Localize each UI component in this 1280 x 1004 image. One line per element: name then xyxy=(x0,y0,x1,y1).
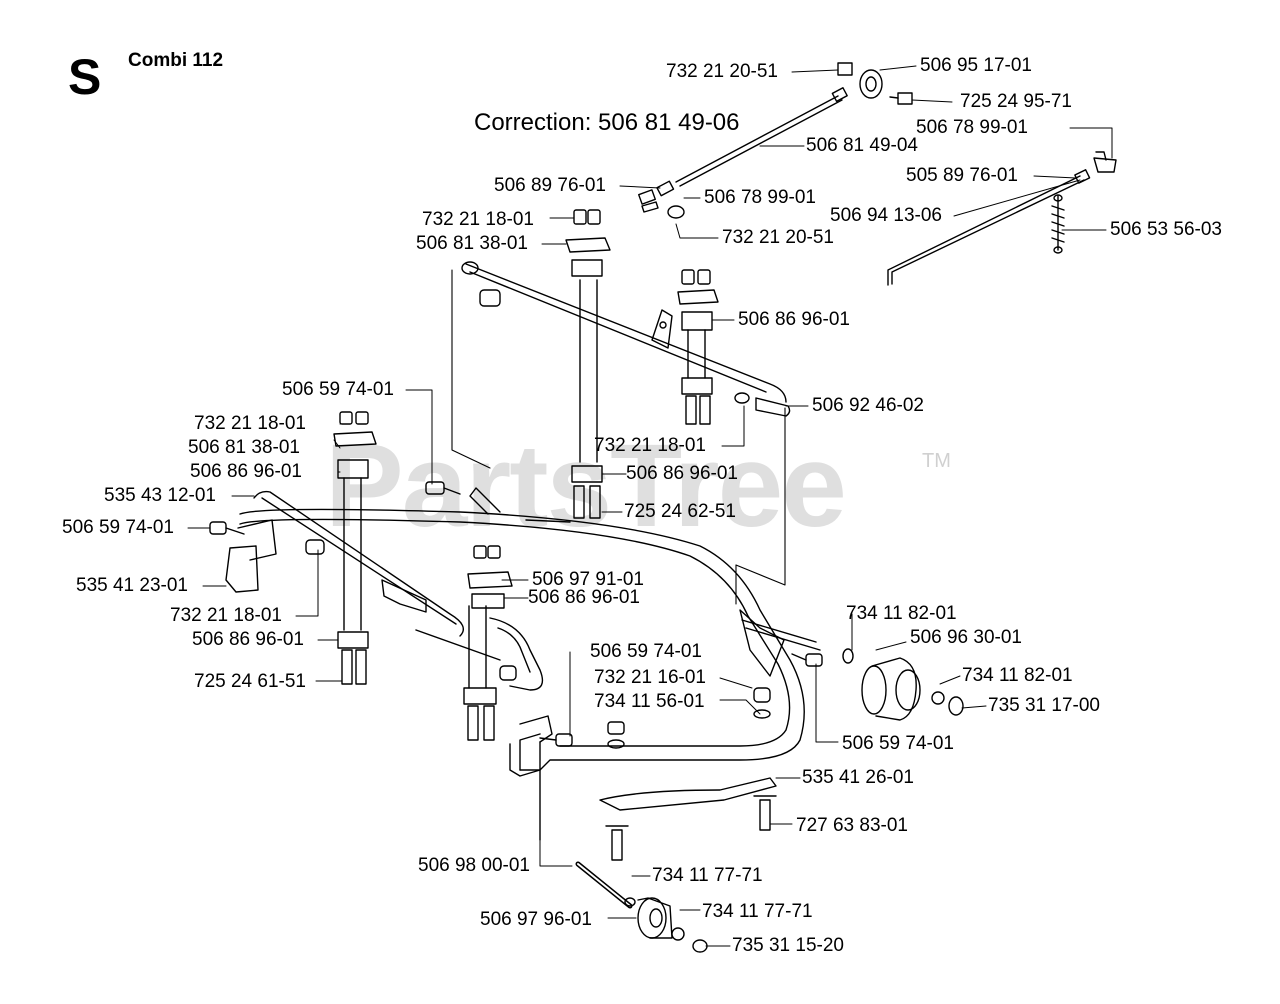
small-fasteners xyxy=(209,481,854,749)
front-roller xyxy=(575,861,708,953)
part-label: 506 98 00-01 xyxy=(418,855,530,876)
part-label: 506 97 91-01 xyxy=(532,569,644,590)
vertical-bars xyxy=(343,279,706,689)
part-label: 506 59 74-01 xyxy=(590,641,702,662)
part-label: 506 86 96-01 xyxy=(626,463,738,484)
part-label: 734 11 82-01 xyxy=(846,603,957,624)
part-label: 725 24 95-71 xyxy=(960,91,1072,112)
part-label: 732 21 16-01 xyxy=(594,667,706,688)
part-label: 506 94 13-06 xyxy=(830,205,942,226)
part-label: 506 81 49-04 xyxy=(806,135,918,156)
right-rod-assembly xyxy=(887,151,1117,286)
clamp-blocks xyxy=(333,209,719,741)
model-name: Combi 112 xyxy=(128,50,224,71)
part-label: 732 21 20-51 xyxy=(722,227,834,248)
rear-roller xyxy=(861,657,964,721)
part-label: 505 89 76-01 xyxy=(906,165,1018,186)
part-label: 734 11 56-01 xyxy=(594,691,705,712)
trademark-mark: TM xyxy=(922,450,951,472)
part-label: 725 24 62-51 xyxy=(624,501,736,522)
lower-plate xyxy=(599,777,777,861)
part-label: 506 95 17-01 xyxy=(920,55,1032,76)
part-label: 506 59 74-01 xyxy=(62,517,174,538)
lift-rod xyxy=(461,261,791,417)
part-label: 506 86 96-01 xyxy=(738,309,850,330)
section-letter: S xyxy=(68,49,102,105)
part-label: 734 11 77-71 xyxy=(702,901,813,922)
main-frame xyxy=(239,487,821,771)
part-label: 732 21 18-01 xyxy=(194,413,306,434)
part-label: 506 53 56-03 xyxy=(1110,219,1222,240)
part-label: 732 21 18-01 xyxy=(594,435,706,456)
part-label: 506 92 46-02 xyxy=(812,395,924,416)
left-brackets xyxy=(225,490,544,691)
part-label: 732 21 18-01 xyxy=(170,605,282,626)
background-plates xyxy=(451,269,786,605)
left-link-parts xyxy=(638,189,685,219)
part-label: 732 21 18-01 xyxy=(422,209,534,230)
front-bracket xyxy=(509,715,553,841)
part-label: 506 78 99-01 xyxy=(704,187,816,208)
part-label: 734 11 77-71 xyxy=(652,865,763,886)
part-label: 506 96 30-01 xyxy=(910,627,1022,648)
part-label: 506 81 38-01 xyxy=(416,233,528,254)
part-label: 506 97 96-01 xyxy=(480,909,592,930)
part-label: 506 86 96-01 xyxy=(190,461,302,482)
part-label: 727 63 83-01 xyxy=(796,815,908,836)
part-label: 506 86 96-01 xyxy=(192,629,304,650)
part-label: 506 81 38-01 xyxy=(188,437,300,458)
part-label: 734 11 82-01 xyxy=(962,665,1073,686)
part-label: 535 41 26-01 xyxy=(802,767,914,788)
top-rod-assembly xyxy=(656,62,913,197)
correction-note: Correction: 506 81 49-06 xyxy=(474,109,740,136)
part-label: 735 31 15-20 xyxy=(732,935,844,956)
part-label: 732 21 20-51 xyxy=(666,61,778,82)
part-label: 506 86 96-01 xyxy=(528,587,640,608)
part-label: 506 59 74-01 xyxy=(842,733,954,754)
part-label: 535 41 23-01 xyxy=(76,575,188,596)
part-label: 506 78 99-01 xyxy=(916,117,1028,138)
leader-lines xyxy=(187,65,1113,947)
part-label: 506 89 76-01 xyxy=(494,175,606,196)
part-label: 725 24 61-51 xyxy=(194,671,306,692)
part-label: 535 43 12-01 xyxy=(104,485,216,506)
part-label: 735 31 17-00 xyxy=(988,695,1100,716)
part-label: 506 59 74-01 xyxy=(282,379,394,400)
